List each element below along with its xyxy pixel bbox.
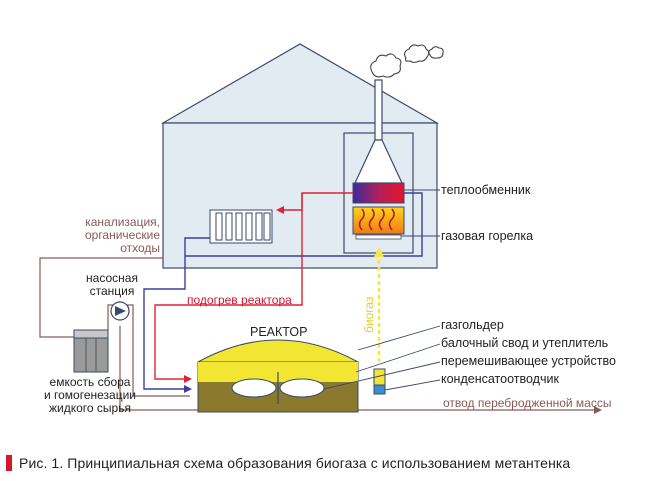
pump-icon — [110, 301, 130, 321]
cold-water-pipe — [143, 192, 423, 393]
condensate-drain — [373, 368, 386, 395]
label-biogas: биогаз — [362, 296, 376, 333]
label-mixer: перемешивающее устройство — [441, 354, 616, 368]
svg-text:емкость сбора: емкость сбора — [50, 375, 131, 389]
label-condensate-drain: конденсатоотводчик — [441, 372, 559, 386]
svg-text:и гомогенезации: и гомогенезации — [44, 388, 136, 402]
feed-pipe — [39, 257, 602, 414]
caption-accent-bar — [6, 455, 12, 471]
figure-caption: Рис. 1. Принципиальная схема образования… — [6, 452, 646, 474]
label-tank: емкость сбора и гомогенезации жидкого сы… — [44, 375, 136, 415]
label-gasholder: газгольдер — [441, 318, 504, 332]
caption-text: Рис. 1. Принципиальная схема образования… — [19, 455, 571, 471]
radiator — [209, 209, 273, 244]
label-heat-exchanger: теплообменник — [441, 183, 531, 197]
label-reactor-heating: подогрев реактора — [187, 293, 292, 307]
svg-text:станция: станция — [90, 284, 135, 298]
svg-text:жидкого сырья: жидкого сырья — [49, 401, 131, 415]
label-pump-station: насосная станция — [86, 271, 138, 298]
label-beam-vault: балочный свод и утеплитель — [441, 336, 608, 350]
gas-burner — [352, 206, 405, 240]
label-reactor: РЕАКТОР — [250, 325, 307, 339]
label-outlet: отвод перебродженной массы — [443, 396, 611, 410]
hot-water-pipe — [154, 192, 353, 383]
house-roof — [160, 43, 440, 124]
reactor — [197, 339, 359, 413]
svg-text:отходы: отходы — [120, 241, 160, 255]
svg-text:органические: органические — [85, 228, 160, 242]
heat-exchanger — [352, 182, 405, 204]
label-sewage: канализация, органические отходы — [85, 215, 160, 255]
svg-text:канализация,: канализация, — [85, 215, 160, 229]
smoke-icon — [370, 44, 444, 78]
svg-text:насосная: насосная — [86, 271, 138, 285]
leader-lines — [323, 189, 441, 391]
feed-tank — [73, 329, 109, 373]
label-gas-burner: газовая горелка — [441, 229, 533, 243]
